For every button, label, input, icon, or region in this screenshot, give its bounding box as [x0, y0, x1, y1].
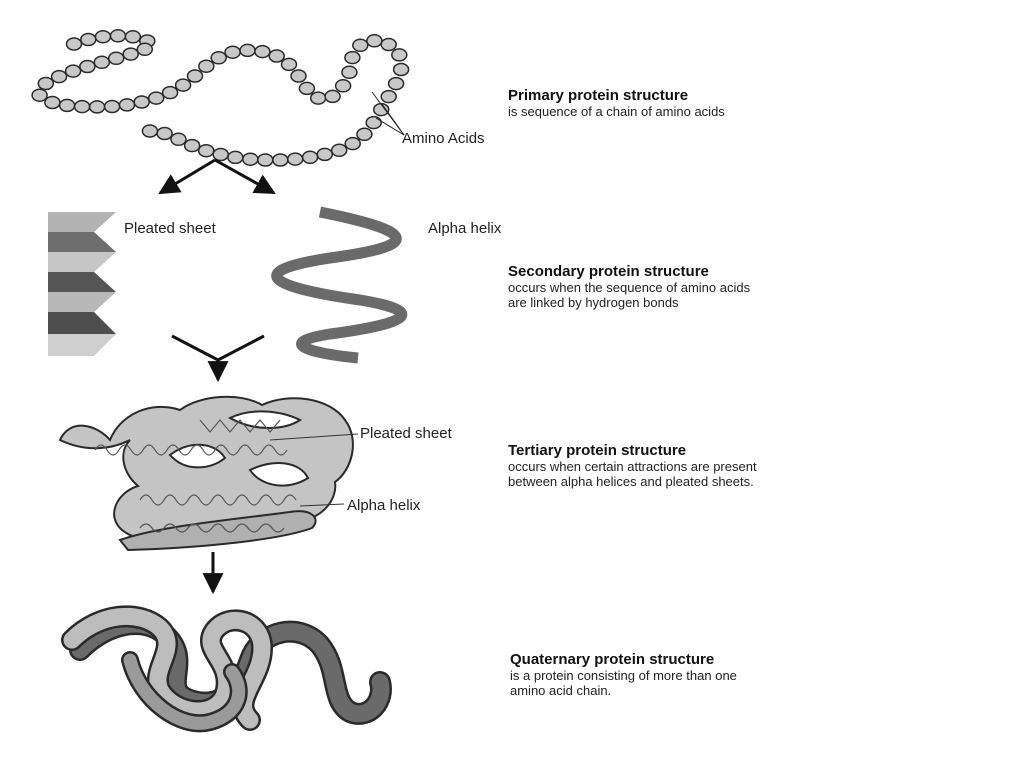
amino-acid-pointer-lines — [371, 91, 405, 136]
amino-acid-bead — [257, 153, 274, 167]
amino-acid-bead — [344, 136, 361, 151]
amino-acid-bead — [88, 100, 106, 114]
amino-acid-bead — [392, 62, 410, 77]
amino-acid-bead — [174, 78, 192, 92]
tertiary-desc-line-1: occurs when certain attractions are pres… — [508, 459, 757, 474]
amino-acid-bead — [44, 95, 61, 110]
primary-title: Primary protein structure — [508, 87, 689, 104]
amino-acid-bead — [124, 30, 142, 44]
secondary-desc-line-1: occurs when the sequence of amino acids — [508, 280, 751, 295]
arrow-to-secondary — [158, 158, 276, 195]
tertiary-title: Tertiary protein structure — [508, 442, 687, 459]
amino-acid-bead — [356, 127, 373, 142]
tertiary-pointer-lines — [269, 433, 359, 507]
amino-acid-bead — [301, 150, 319, 165]
amino-acid-bead — [103, 99, 121, 114]
quaternary-title: Quaternary protein structure — [510, 651, 715, 668]
amino-acid-bead — [73, 99, 91, 114]
amino-acid-bead — [324, 89, 341, 104]
amino-acid-bead — [109, 29, 127, 43]
amino-acid-bead — [344, 50, 361, 65]
amino-acid-bead — [80, 32, 97, 47]
quaternary-desc-line-2: amino acid chain. — [510, 683, 612, 698]
amino-acid-bead — [330, 143, 348, 158]
arrow-to-tertiary — [171, 334, 265, 383]
pleated-sheet-label: Pleated sheet — [124, 220, 217, 237]
secondary-title: Secondary protein structure — [508, 263, 709, 280]
amino-acid-bead — [107, 51, 125, 66]
secondary-structure-block: Secondary protein structure occurs when … — [508, 263, 751, 311]
amino-acid-bead — [58, 98, 76, 113]
alpha-helix-graphic — [271, 206, 408, 364]
amino-acid-bead — [65, 37, 83, 51]
amino-acid-bead — [316, 147, 334, 162]
amino-acid-bead — [380, 37, 397, 52]
primary-structure-block: Primary protein structure is sequence of… — [508, 87, 725, 120]
amino-acid-bead — [197, 143, 215, 158]
quaternary-desc-line-1: is a protein consisting of more than one — [510, 668, 737, 683]
amino-acid-bead — [210, 51, 227, 65]
tertiary-alpha-helix-label: Alpha helix — [347, 497, 421, 514]
amino-acid-bead — [31, 88, 48, 102]
amino-acid-bead — [286, 152, 304, 166]
amino-acids-label: Amino Acids — [402, 130, 485, 147]
amino-acid-bead — [239, 43, 256, 58]
tertiary-pleated-sheet-label: Pleated sheet — [360, 425, 453, 442]
amino-acid-chain — [31, 29, 410, 167]
alpha-helix-label: Alpha helix — [428, 220, 502, 237]
amino-acid-bead — [198, 59, 215, 73]
amino-acid-bead — [118, 98, 136, 112]
amino-acid-bead — [79, 59, 96, 74]
amino-acid-bead — [341, 65, 358, 80]
amino-acid-bead — [298, 81, 316, 96]
amino-acid-bead — [141, 124, 159, 138]
amino-acid-bead — [272, 153, 289, 167]
amino-acid-bead — [254, 44, 271, 59]
quaternary-structure-graphic — [61, 605, 392, 733]
tertiary-structure-graphic — [58, 395, 354, 552]
amino-acid-bead — [366, 34, 383, 48]
tertiary-structure-block: Tertiary protein structure occurs when c… — [508, 442, 757, 490]
amino-acid-bead — [227, 150, 244, 165]
secondary-desc-line-2: are linked by hydrogen bonds — [508, 295, 679, 310]
amino-acid-bead — [93, 55, 111, 70]
primary-desc-line-1: is sequence of a chain of amino acids — [508, 104, 725, 119]
amino-acid-bead — [64, 64, 82, 78]
amino-acid-bead — [161, 85, 179, 100]
amino-acid-bead — [268, 49, 285, 63]
amino-acid-bead — [37, 76, 55, 91]
amino-acid-bead — [334, 79, 352, 93]
amino-acid-bead — [156, 126, 173, 141]
amino-acid-bead — [242, 152, 259, 166]
amino-acid-bead — [122, 47, 139, 61]
amino-acid-bead — [94, 29, 112, 44]
amino-acid-bead — [212, 147, 229, 162]
pleated-sheet-graphic — [48, 212, 116, 356]
amino-acid-bead — [50, 69, 68, 84]
amino-acid-bead — [147, 91, 165, 105]
quaternary-structure-block: Quaternary protein structure is a protei… — [510, 651, 737, 699]
amino-acid-bead — [391, 48, 408, 62]
amino-acid-bead — [133, 95, 150, 109]
amino-acid-bead — [387, 76, 405, 91]
amino-acid-bead — [183, 138, 201, 153]
tertiary-inner-squiggles — [94, 419, 297, 533]
amino-acid-bead — [136, 42, 154, 57]
amino-acid-bead — [290, 69, 307, 83]
amino-acid-bead — [280, 57, 298, 72]
amino-acid-bead — [309, 91, 327, 105]
tertiary-desc-line-2: between alpha helices and pleated sheets… — [508, 474, 754, 489]
amino-acid-bead — [352, 38, 369, 53]
amino-acid-bead — [224, 45, 241, 59]
amino-acid-bead — [186, 69, 204, 83]
amino-acid-bead — [170, 132, 187, 147]
amino-acid-bead — [365, 115, 382, 130]
amino-acid-bead — [380, 89, 397, 104]
